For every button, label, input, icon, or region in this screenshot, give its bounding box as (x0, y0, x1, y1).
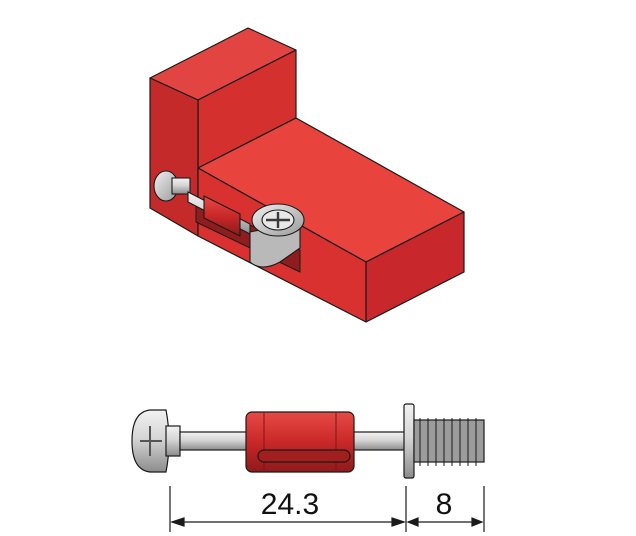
connector-bolt (131, 403, 485, 479)
bolt-flange (403, 403, 415, 479)
thread-ridges (419, 418, 477, 466)
cross-slot-icon (266, 212, 290, 228)
assembled-bolt-neck (171, 177, 191, 195)
panel-assembly (149, 27, 465, 323)
thread-dimension-label: 8 (436, 488, 453, 521)
dimension-lines (169, 486, 485, 532)
thread-core (413, 419, 485, 463)
head-slot-icon (140, 426, 162, 456)
expansion-sleeve (245, 411, 355, 473)
assembled-sleeve (203, 195, 241, 237)
sleeve-slot (257, 449, 351, 463)
bolt-neck (165, 425, 181, 457)
length-dimension-label: 24.3 (261, 488, 319, 521)
assembled-connector (153, 170, 305, 268)
upright-panel-side (149, 77, 199, 237)
